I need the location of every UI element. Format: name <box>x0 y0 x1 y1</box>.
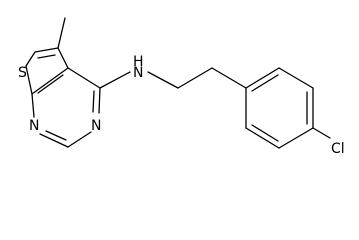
atom-n-ring-3: N <box>91 118 101 134</box>
bond-benzene-5 <box>245 127 280 149</box>
bond-benzene-2 <box>278 67 314 89</box>
bond-benzene-5-inner <box>251 124 279 142</box>
bond-c3a-c7a-inner <box>37 74 64 94</box>
atom-chlorine: Cl <box>331 141 345 157</box>
molecule-structure: S N H N N Cl <box>18 17 345 157</box>
bond-n3-c2p <box>67 131 92 148</box>
atom-n-ring-1: N <box>29 118 39 134</box>
bond-s-c2 <box>25 51 36 67</box>
bond-c2-c3-inner <box>37 54 56 59</box>
bond-c3a-c7a <box>31 67 69 95</box>
bond-c2-c3 <box>34 47 59 53</box>
atom-sulfur: S <box>18 65 27 81</box>
bond-ring-cl <box>312 127 331 139</box>
bond-ch2a-ch2b <box>177 67 213 89</box>
bond-benzene-1 <box>245 67 280 89</box>
bond-c2p-n1 <box>39 133 69 148</box>
atom-h-amine: H <box>133 54 144 70</box>
bond-c4-nh <box>99 71 131 89</box>
bond-c4-n3-inner <box>92 90 95 113</box>
bond-c3a-c4 <box>67 67 101 89</box>
bond-s-c7a <box>25 65 33 95</box>
bond-c4-n3 <box>98 87 101 114</box>
bond-c3-c3a <box>57 47 69 69</box>
bond-n1-c7a <box>31 93 35 118</box>
atom-n-amine: N <box>133 65 143 81</box>
bond-c3-methyl <box>57 17 66 49</box>
bond-benzene-4 <box>278 127 314 149</box>
bond-nh-ch2a <box>147 71 179 89</box>
bonds <box>25 17 331 149</box>
bond-ch2b-ring <box>211 67 247 89</box>
bond-c2p-n1-inner <box>45 130 67 141</box>
atom-labels: S N H N N Cl <box>18 54 345 157</box>
bond-benzene-1-inner <box>251 74 279 92</box>
